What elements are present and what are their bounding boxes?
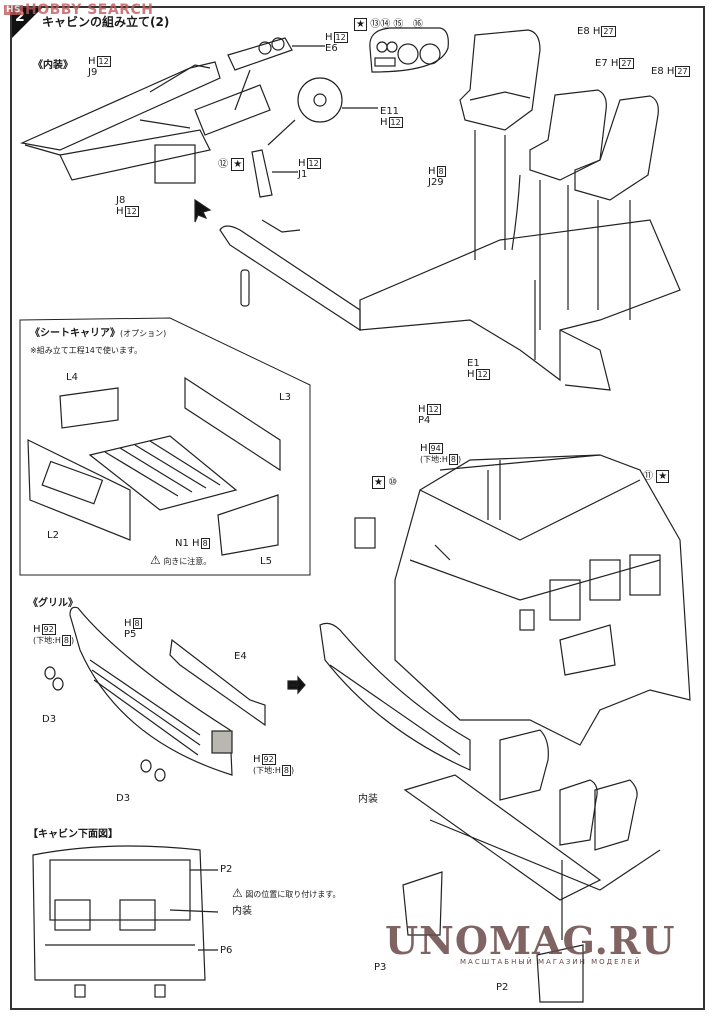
n1-slat-base <box>88 435 238 511</box>
e8-seat-left <box>459 29 541 131</box>
label-bottom-p6: P6 <box>220 945 233 956</box>
section-grille-heading: 《グリル》 <box>28 598 78 609</box>
star-icon: ★ <box>354 18 367 31</box>
warning-icon: ⚠ <box>150 553 161 567</box>
e8-seat-right <box>574 95 659 201</box>
caution-orientation: ⚠ 向きに注意。 <box>150 553 212 567</box>
caution-position: ⚠ 図の位置に取り付けます。 <box>232 886 341 900</box>
label-bottom-p2: P2 <box>220 864 233 875</box>
mirror-left <box>354 517 376 549</box>
l5-part <box>217 494 279 556</box>
label-p2: P2 <box>496 982 509 993</box>
j9-visor-part <box>19 61 221 151</box>
label-l2: L2 <box>47 530 59 541</box>
l4-part <box>59 387 119 429</box>
e11-steering-wheel <box>297 77 343 123</box>
section-cabin-bottom-heading: 【キャビン下面図】 <box>28 829 118 840</box>
p2-part <box>536 944 584 1003</box>
label-l4: L4 <box>66 372 78 383</box>
step-title: キャビンの組み立て(2) <box>42 15 170 29</box>
cabin-body <box>394 454 691 746</box>
seat-carrier-note: ※組み立て工程14で使います。 <box>30 346 143 355</box>
label-decal-10: ★ ⑩ <box>372 476 397 489</box>
hobby-search-logo-icon: HS <box>4 5 24 15</box>
arrow-right-icon: ➡ <box>287 675 301 694</box>
label-bottom-interior: 内装 <box>232 906 252 917</box>
section-interior-heading: 《内装》 <box>33 60 73 71</box>
j1-steering-column <box>251 149 273 198</box>
mirror-right <box>519 609 535 631</box>
warning-icon: ⚠ <box>232 886 243 900</box>
label-e4: E4 <box>234 651 247 662</box>
label-final-interior: 内装 <box>358 794 378 805</box>
j8-dashboard-part <box>59 129 211 181</box>
unomag-watermark-subtitle: МАСШТАБНЫЙ МАГАЗИН МОДЕЛЕЙ <box>460 958 642 966</box>
label-l5: L5 <box>260 556 272 567</box>
gauge-cluster <box>369 27 449 73</box>
label-decal-12: ⑫ ★ <box>218 158 245 171</box>
e6-panel-part <box>227 37 293 71</box>
unomag-watermark: UNOMAG.RU <box>385 918 676 963</box>
star-icon: ★ <box>372 476 385 489</box>
section-seat-carrier-heading: 《シートキャリア》(オプション) <box>30 328 167 339</box>
label-decal-11: ⑪ ★ <box>643 470 670 483</box>
assembled-interior <box>403 774 602 901</box>
p5-grille-lamp-tint <box>211 730 233 754</box>
l3-part <box>184 376 281 472</box>
star-icon: ★ <box>656 470 670 483</box>
l2-part <box>27 439 131 541</box>
p5-grille-part <box>69 606 233 776</box>
cabin-bottom-view <box>32 845 206 981</box>
step-number: 2 <box>15 9 25 25</box>
page-frame <box>10 6 705 1010</box>
star-icon: ★ <box>231 158 245 171</box>
label-gauge-decals: ★ ⑬⑭ ⑮ ⑯ <box>354 18 423 31</box>
e4-part <box>169 638 266 727</box>
console-part <box>154 144 196 184</box>
label-d3-left: D3 <box>42 714 57 725</box>
label-l3: L3 <box>279 392 291 403</box>
e1-floor-part <box>359 219 681 382</box>
label-p3: P3 <box>374 962 387 973</box>
p3-part <box>402 871 443 936</box>
assembled-grille <box>319 622 471 771</box>
seat-carrier-panel-border <box>19 317 311 576</box>
e7-seat-middle <box>529 89 607 181</box>
label-d3-right: D3 <box>116 793 131 804</box>
